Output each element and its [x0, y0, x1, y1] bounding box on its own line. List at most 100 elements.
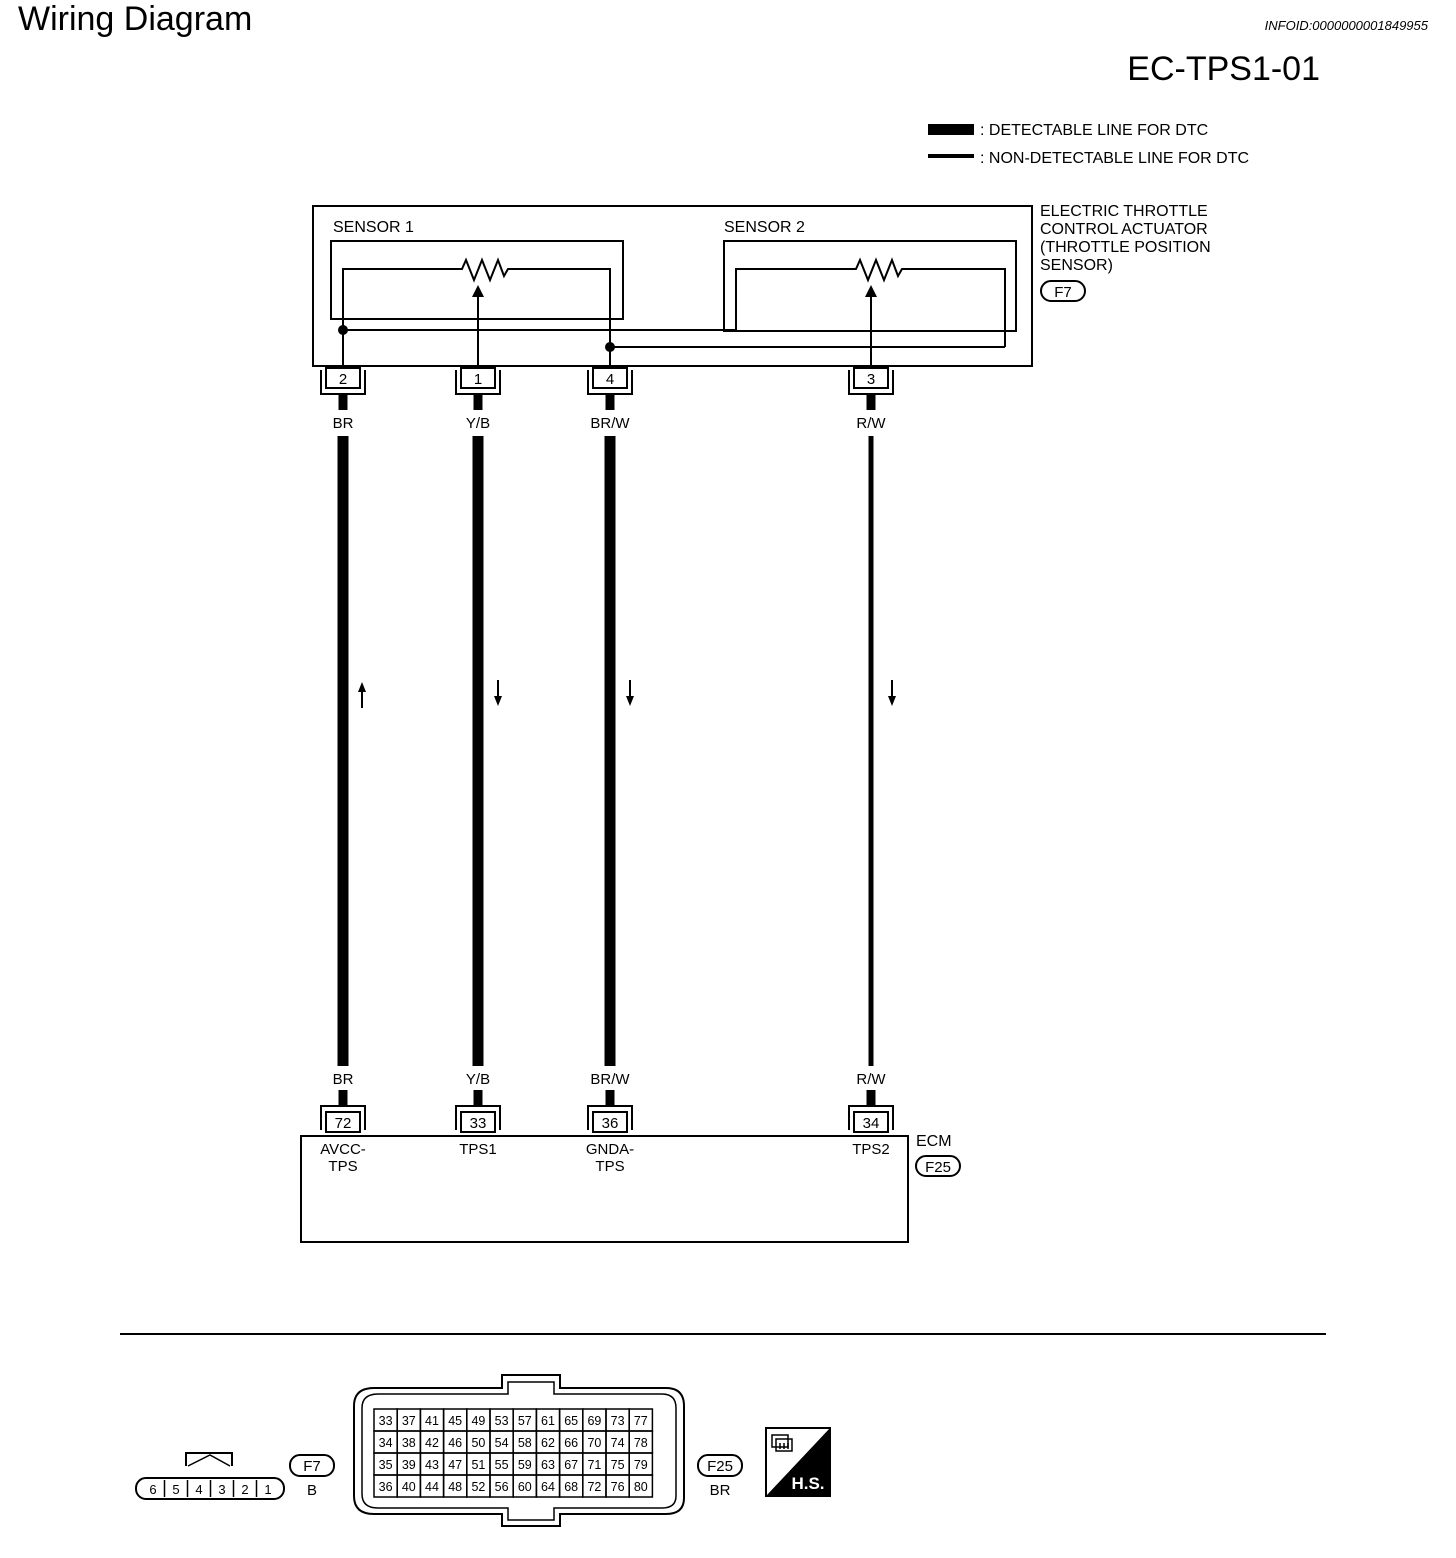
ecm-connector-badge — [915, 1155, 961, 1177]
ecm-connector-bracket — [848, 1105, 894, 1130]
actuator-name-line: CONTROL ACTUATOR — [1040, 221, 1208, 238]
harness-wires: 2BRBR72AVCC-TPS1Y/BY/B33TPS14BR/WBR/W36G… — [320, 367, 896, 1175]
f25-pin: 33 — [379, 1414, 393, 1428]
f25-face-id: F25 — [707, 1458, 733, 1475]
ecm-pin-number: 72 — [335, 1115, 352, 1132]
ecm-signal-label: GNDA- — [586, 1141, 634, 1158]
f25-pin: 64 — [541, 1480, 555, 1494]
sensor1-resistor — [342, 257, 611, 347]
wire-color-bottom: BR/W — [590, 1071, 630, 1088]
f25-pin: 51 — [471, 1458, 485, 1472]
supply-bus — [343, 318, 737, 331]
top-pin-number: 4 — [606, 371, 614, 388]
f25-pin: 52 — [471, 1480, 485, 1494]
f7-face-badge — [289, 1454, 335, 1477]
f25-pin: 36 — [379, 1480, 393, 1494]
ecm-pin-number: 36 — [602, 1115, 619, 1132]
f25-pin: 60 — [518, 1480, 532, 1494]
legend-detectable-label: : DETECTABLE LINE FOR DTC — [980, 122, 1208, 139]
f25-pin: 76 — [611, 1480, 625, 1494]
actuator-connector-badge — [1040, 280, 1086, 302]
legend-non-detectable-label: : NON-DETECTABLE LINE FOR DTC — [980, 150, 1249, 167]
ecm-pin-number: 34 — [863, 1115, 880, 1132]
ecm-signal-label: TPS1 — [459, 1141, 497, 1158]
f7-face-color: B — [307, 1482, 317, 1499]
f25-pin: 67 — [564, 1458, 578, 1472]
f25-pin: 65 — [564, 1414, 578, 1428]
f7-pin: 5 — [172, 1482, 179, 1497]
sensor1-label: SENSOR 1 — [333, 219, 414, 236]
diagram-code: EC-TPS1-01 — [1127, 50, 1320, 88]
ecm-signal-label: TPS2 — [852, 1141, 890, 1158]
f25-housing — [353, 1374, 685, 1527]
f25-pin: 45 — [448, 1414, 462, 1428]
wire-color-top: R/W — [856, 415, 886, 432]
flow-arrow-down — [626, 696, 634, 706]
f25-connector-face — [353, 1374, 685, 1527]
ecm-pin-box — [325, 1111, 361, 1133]
ecm-pin-box — [592, 1111, 628, 1133]
sensor2-wiper-arrow — [865, 285, 877, 297]
actuator-name: ELECTRIC THROTTLE CONTROL ACTUATOR (THRO… — [1040, 203, 1211, 274]
f25-pin: 68 — [564, 1480, 578, 1494]
wire-color-bottom: Y/B — [466, 1071, 490, 1088]
actuator-box — [312, 205, 1033, 367]
f25-pin: 41 — [425, 1414, 439, 1428]
legend: : DETECTABLE LINE FOR DTC : NON-DETECTAB… — [928, 122, 1249, 167]
ecm-connector-bracket — [455, 1105, 501, 1130]
f25-pin: 75 — [611, 1458, 625, 1472]
top-pin-number: 3 — [867, 371, 875, 388]
wire-color-top: BR — [333, 415, 354, 432]
f25-pin: 61 — [541, 1414, 555, 1428]
flow-arrow-up — [358, 682, 366, 692]
f25-pin: 43 — [425, 1458, 439, 1472]
top-pin-number: 2 — [339, 371, 347, 388]
ecm-signal-label: TPS — [595, 1158, 624, 1175]
f25-pin: 46 — [448, 1436, 462, 1450]
sensor2-resistor — [735, 257, 1006, 347]
f7-pin: 2 — [241, 1482, 248, 1497]
hs-badge: H.S. — [765, 1427, 831, 1497]
f25-pin: 73 — [611, 1414, 625, 1428]
f7-pin: 6 — [149, 1482, 156, 1497]
f25-pin: 54 — [495, 1436, 509, 1450]
wire-color-top: BR/W — [590, 415, 630, 432]
f25-pin: 49 — [471, 1414, 485, 1428]
ecm-box — [300, 1135, 909, 1243]
f25-pin: 71 — [587, 1458, 601, 1472]
flow-arrow-down — [888, 696, 896, 706]
f25-pin: 77 — [634, 1414, 648, 1428]
f25-pin: 53 — [495, 1414, 509, 1428]
ecm-label: ECM — [916, 1133, 952, 1150]
f25-pin: 34 — [379, 1436, 393, 1450]
sensor2-label: SENSOR 2 — [724, 219, 805, 236]
f7-pin: 1 — [264, 1482, 271, 1497]
f25-pin: 44 — [425, 1480, 439, 1494]
sensor1-wiper-arrow — [472, 285, 484, 297]
ecm-signal-label: AVCC- — [320, 1141, 366, 1158]
wire-color-top: Y/B — [466, 415, 490, 432]
f7-housing — [135, 1477, 285, 1500]
ecm-connector-bracket — [320, 1105, 366, 1130]
ecm-connector-id: F25 — [925, 1159, 951, 1176]
f25-face-badge — [697, 1454, 743, 1477]
legend-non-detectable-swatch — [928, 154, 974, 158]
f25-pin: 48 — [448, 1480, 462, 1494]
info-id: INFOID:0000000001849955 — [1265, 18, 1429, 33]
f25-pin: 72 — [587, 1480, 601, 1494]
top-pin-box — [853, 367, 889, 389]
f25-housing-inner — [361, 1381, 677, 1521]
f25-pin: 37 — [402, 1414, 416, 1428]
f25-pin: 47 — [448, 1458, 462, 1472]
f25-pin: 63 — [541, 1458, 555, 1472]
f25-pin: 57 — [518, 1414, 532, 1428]
actuator-connector-id: F7 — [1054, 284, 1072, 301]
f25-pin: 38 — [402, 1436, 416, 1450]
